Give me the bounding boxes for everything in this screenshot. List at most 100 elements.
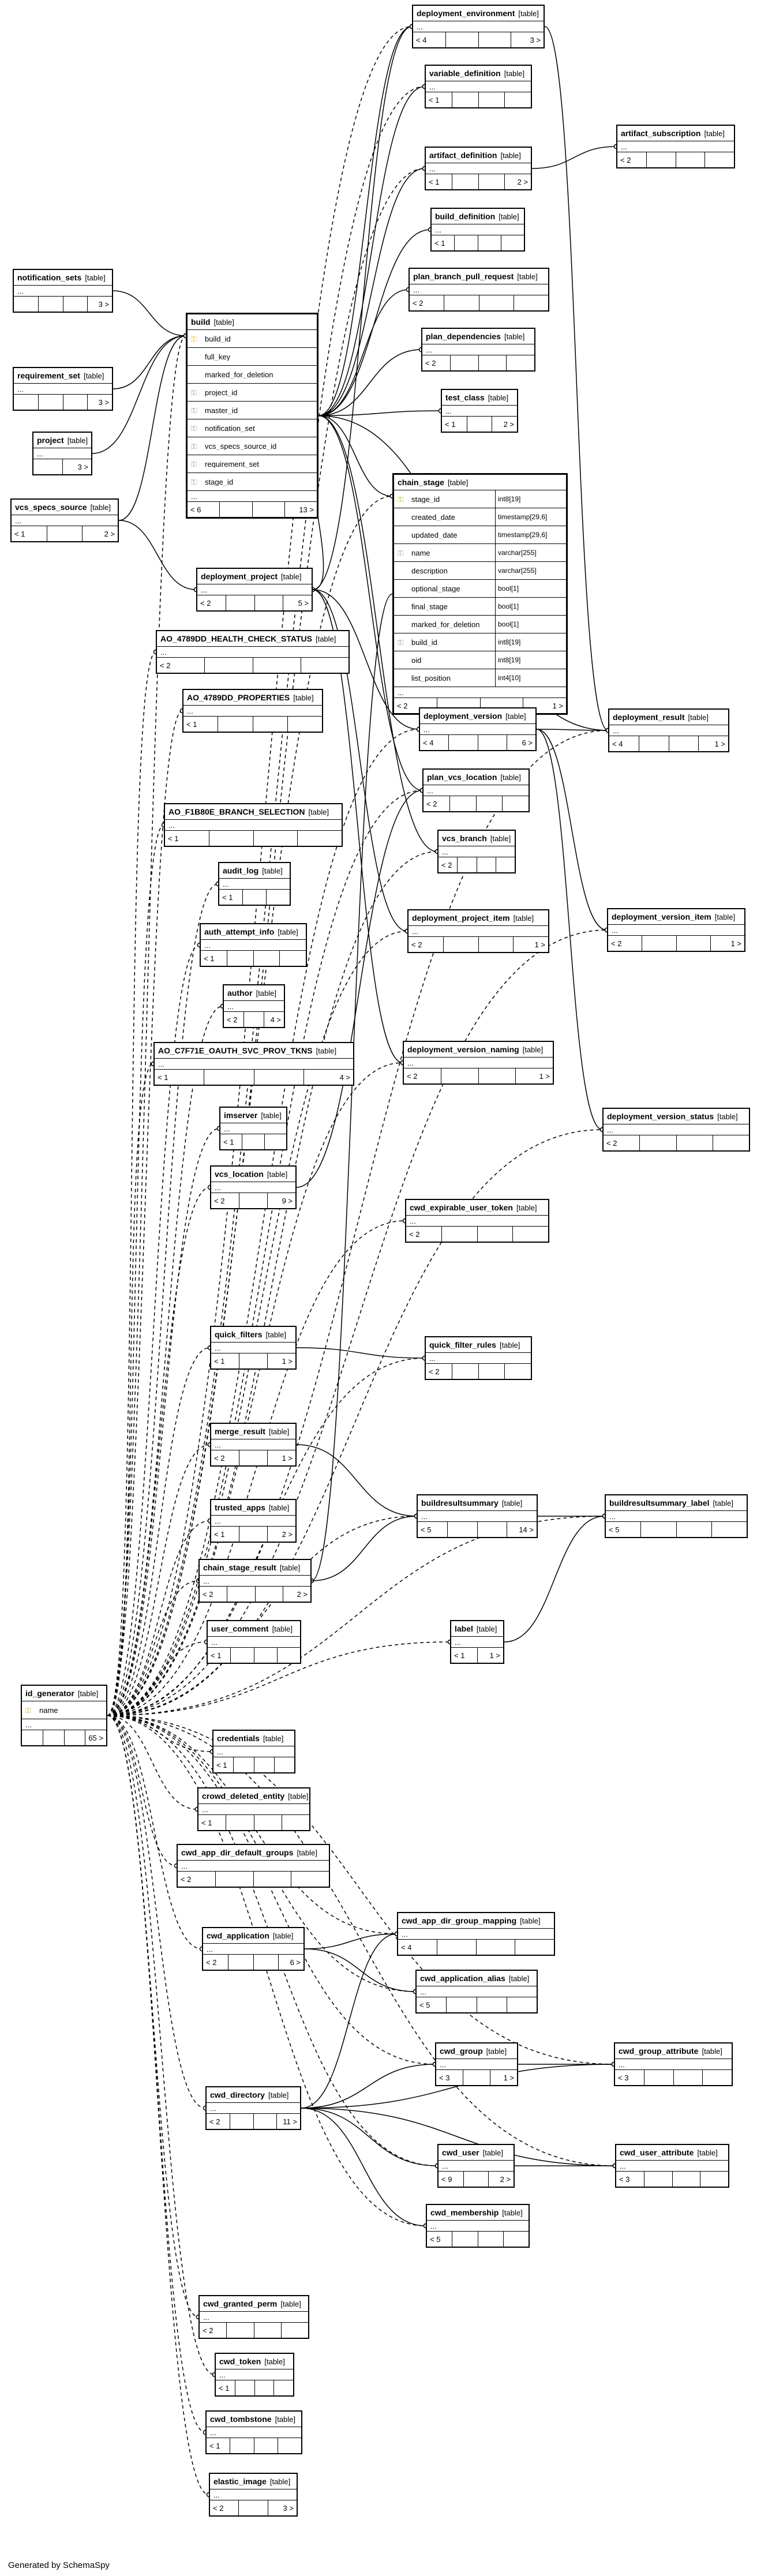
table-cwd-token[interactable]: cwd_tokentable...< 1 [215,2353,294,2397]
table-deployment-version-item[interactable]: deployment_version_itemtable...< 21 > [607,908,745,952]
table-cwd-directory[interactable]: cwd_directorytable...< 211 > [205,2086,301,2130]
relationship-count-cell [227,951,254,966]
table-auth-attempt-info[interactable]: auth_attempt_infotable...< 1 [200,923,307,967]
columns-ellipsis: ... [436,2059,517,2070]
table-cwd-group-attribute[interactable]: cwd_group_attributetable...< 3 [614,2042,733,2086]
relationship-count-cell: < 2 [406,1227,442,1242]
table-vcs-location[interactable]: vcs_locationtable...< 29 > [210,1165,297,1209]
table-artifact-definition[interactable]: artifact_definitiontable...< 12 > [425,147,532,190]
table-ao-oauth[interactable]: AO_C7F71E_OAUTH_SVC_PROV_TKNStable...< 1… [153,1042,354,1086]
relationship-count-cell [209,831,254,846]
table-deployment-project[interactable]: deployment_projecttable...< 25 > [196,568,313,612]
table-name: audit_log [223,866,259,875]
table-credentials[interactable]: credentialstable...< 1 [212,1730,295,1773]
table-type-label: table [272,1625,293,1633]
table-cwd-app-dir-group-mapping[interactable]: cwd_app_dir_group_mappingtable...< 4 [397,1912,555,1956]
table-user-comment[interactable]: user_commenttable...< 1 [207,1620,301,1664]
table-name: artifact_definition [429,151,497,160]
table-header: build_definitiontable [432,209,524,224]
table-artifact-subscription[interactable]: artifact_subscriptiontable...< 2 [616,125,735,168]
table-quick-filters[interactable]: quick_filterstable...< 11 > [210,1326,297,1370]
table-cwd-application-alias[interactable]: cwd_application_aliastable...< 5 [415,1970,538,2013]
table-label[interactable]: labeltable...< 11 > [450,1620,504,1664]
table-id-generator[interactable]: id_generatortable⚿name...65 > [21,1685,107,1746]
relationship-counts: < 1 [207,2438,301,2453]
column-row: full_key [188,348,317,366]
table-deployment-version[interactable]: deployment_versiontable...< 46 > [419,707,537,751]
table-deployment-environment[interactable]: deployment_environmenttable...< 43 > [412,5,545,48]
relationship-counts: < 1 [426,92,531,107]
relationship-count-cell [254,2323,282,2338]
relationship-edge [536,729,608,931]
relationship-edge [107,1062,403,1716]
table-cwd-tombstone[interactable]: cwd_tombstonetable...< 1 [205,2410,302,2454]
table-ao-props[interactable]: AO_4789DD_PROPERTIEStable...< 1 [182,689,323,733]
table-build-definition[interactable]: build_definitiontable...< 1 [430,208,525,252]
table-project[interactable]: projecttable...3 > [32,432,92,475]
table-deployment-version-naming[interactable]: deployment_version_namingtable...< 21 > [403,1041,554,1085]
table-deployment-version-status[interactable]: deployment_version_statustable...< 2 [602,1108,750,1152]
table-plan-dependencies[interactable]: plan_dependenciestable...< 2 [421,328,535,372]
primary-key-icon: ⚿ [398,494,403,504]
table-notification-sets[interactable]: notification_setstable...3 > [13,269,113,313]
relationship-count-cell [513,1227,548,1242]
relationship-count-cell: < 2 [410,295,445,310]
table-deployment-project-item[interactable]: deployment_project_itemtable...< 21 > [407,909,549,953]
table-header: vcs_branchtable [439,831,515,846]
table-imserver[interactable]: imservertable...< 1 [219,1107,287,1150]
relationship-count-cell [239,2500,268,2515]
table-test-class[interactable]: test_classtable...< 12 > [441,389,518,433]
table-audit-log[interactable]: audit_logtable...< 1 [218,862,291,906]
table-ao-branch[interactable]: AO_F1B80E_BRANCH_SELECTIONtable...< 1 [164,803,343,847]
table-cwd-app-dir-default-groups[interactable]: cwd_app_dir_default_groupstable...< 2 [177,1844,330,1888]
table-cwd-expirable-user-token[interactable]: cwd_expirable_user_tokentable...< 2 [405,1199,549,1243]
column-type: int8[19] [495,633,563,651]
table-header: cwd_app_dir_default_groupstable [178,1845,329,1861]
relationship-edge [107,1006,223,1716]
table-cwd-granted-perm[interactable]: cwd_granted_permtable...< 2 [198,2295,309,2339]
table-buildresultsummary[interactable]: buildresultsummarytable...< 514 > [417,1494,538,1538]
relationship-count-cell: 4 > [339,1073,350,1082]
table-plan-vcs-location[interactable]: plan_vcs_locationtable...< 2 [422,768,530,812]
relationship-counts: < 2 [424,796,529,811]
table-chain-stage[interactable]: chain_stagetable⚿stage_idint8[19]created… [392,473,568,715]
table-buildresultsummary-label[interactable]: buildresultsummary_labeltable...< 5 [605,1494,748,1538]
table-type-label: table [502,1499,522,1507]
table-merge-result[interactable]: merge_resulttable...< 21 > [210,1423,297,1467]
table-cwd-group[interactable]: cwd_grouptable...< 31 > [435,2042,518,2086]
table-quick-filter-rules[interactable]: quick_filter_rulestable...< 2 [425,1336,532,1380]
table-author[interactable]: authortable...< 24 > [223,984,285,1028]
column-type: timestamp[29,6] [495,508,563,526]
table-build[interactable]: buildtable⚿build_idfull_keymarked_for_de… [186,313,318,519]
relationship-count-cell [640,1135,677,1150]
table-header: trusted_appstable [211,1500,295,1516]
table-deployment-result[interactable]: deployment_resulttable...< 41 > [608,708,729,752]
table-elastic-image[interactable]: elastic_imagetable...< 23 > [209,2473,298,2517]
table-vcs-specs-source[interactable]: vcs_specs_sourcetable...< 12 > [10,498,119,542]
table-variable-definition[interactable]: variable_definitiontable...< 1 [425,65,532,108]
table-name: deployment_version_item [612,912,711,921]
table-header: cwd_tombstonetable [207,2412,301,2427]
table-cwd-membership[interactable]: cwd_membershiptable...< 5 [426,2204,530,2248]
table-trusted-apps[interactable]: trusted_appstable...< 12 > [210,1499,297,1543]
relationship-count-cell [501,235,524,250]
table-type-label: table [264,2358,284,2365]
table-crowd-deleted-entity[interactable]: crowd_deleted_entitytable...< 1 [197,1787,310,1831]
relationship-count-cell [481,698,524,713]
table-vcs-branch[interactable]: vcs_branchtable...< 2 [437,830,516,873]
table-cwd-user-attribute[interactable]: cwd_user_attributetable...< 3 [615,2144,729,2188]
relationship-count-cell [478,735,507,750]
columns-ellipsis: ... [200,1576,310,1587]
table-cwd-user[interactable]: cwd_usertable...< 92 > [437,2144,515,2188]
table-cwd-application[interactable]: cwd_applicationtable...< 26 > [202,1927,305,1971]
table-requirement-set[interactable]: requirement_settable...3 > [13,367,113,411]
table-ao-health[interactable]: AO_4789DD_HEALTH_CHECK_STATUStable...< 2 [156,630,350,674]
relationship-count-cell [275,1757,294,1772]
table-plan-branch-pull-request[interactable]: plan_branch_pull_requesttable...< 2 [409,268,549,312]
table-chain-stage-result[interactable]: chain_stage_resulttable...< 22 > [198,1559,312,1603]
relationship-edge [536,729,609,731]
